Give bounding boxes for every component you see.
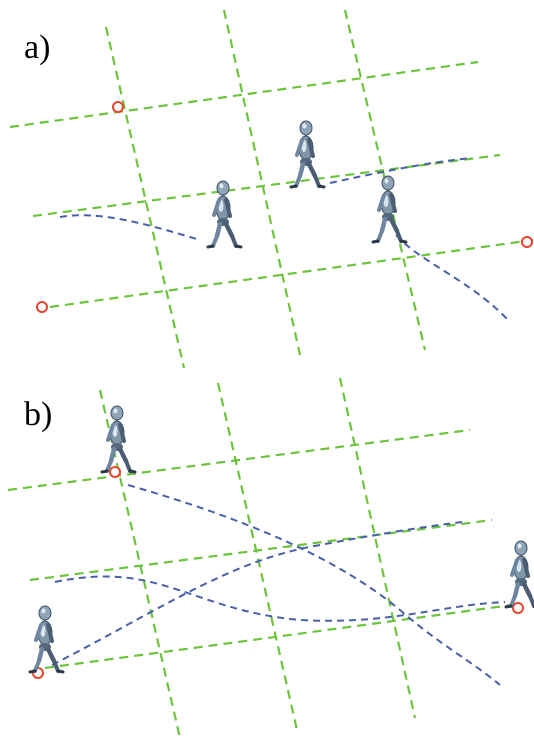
walking-figure-icon (102, 406, 135, 472)
panel-b-label: b) (24, 396, 52, 433)
panel-b-characters (30, 406, 534, 672)
panel-b: b) (7, 377, 534, 739)
panel-b-grid (7, 377, 513, 739)
panel-b-paths (51, 484, 506, 686)
panel-a-paths (59, 157, 509, 321)
target-circle-icon (521, 236, 533, 248)
walking-figure-icon (208, 181, 241, 247)
grid-line (29, 518, 493, 582)
grid-line (343, 9, 427, 351)
trajectory-path (395, 234, 509, 321)
trajectory-path (51, 521, 463, 666)
trajectory-path (127, 484, 501, 686)
trajectory-path (329, 157, 473, 184)
grid-line (104, 26, 186, 369)
target-circle-icon (112, 101, 124, 113)
grid-line (32, 153, 501, 218)
walking-figure-icon (291, 121, 324, 187)
panel-a-characters (208, 121, 406, 247)
grid-line (216, 382, 299, 731)
panel-a: a) (9, 9, 534, 369)
walking-figure-icon (373, 176, 406, 242)
grid-line (49, 238, 534, 309)
grid-line (7, 428, 471, 492)
trajectory-path (59, 214, 201, 241)
grid-line (9, 60, 479, 129)
walking-figure-icon (506, 541, 534, 607)
panel-a-label: a) (24, 29, 50, 66)
target-circle-icon (512, 602, 524, 614)
grid-line (44, 603, 513, 670)
panel-a-markers (36, 101, 533, 313)
grid-line (338, 377, 417, 719)
trajectory-path (54, 575, 506, 622)
target-circle-icon (109, 466, 121, 478)
target-circle-icon (36, 301, 48, 313)
panel-a-grid (9, 9, 534, 369)
